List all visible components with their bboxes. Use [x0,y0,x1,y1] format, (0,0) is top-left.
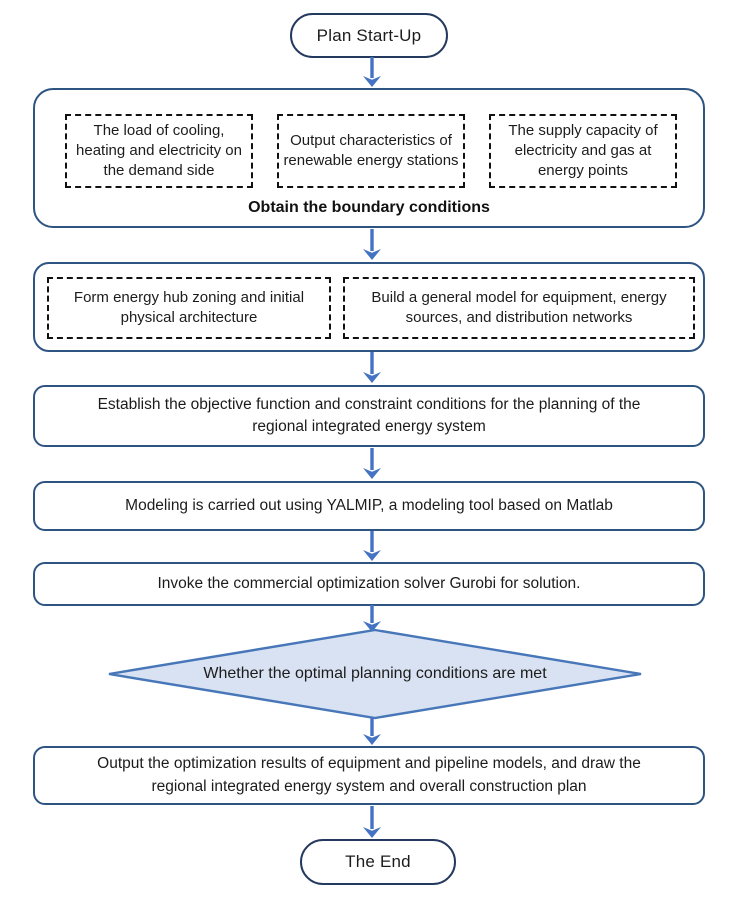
boundary-conditions-group: The load of cooling, heating and electri… [33,88,705,228]
input-supply-capacity-label: The supply capacity of electricity and g… [508,122,658,179]
boundary-conditions-caption: Obtain the boundary conditions [248,199,490,216]
flow-arrow [363,806,381,838]
input-supply-capacity: The supply capacity of electricity and g… [489,114,677,188]
step-general-model-label: Build a general model for equipment, ene… [371,289,667,326]
step-output-results: Output the optimization results of equip… [33,746,705,805]
step-yalmip-modeling-label: Modeling is carried out using YALMIP, a … [125,496,613,514]
decision-diamond-shape [108,628,642,720]
step-gurobi-solver: Invoke the commercial optimization solve… [33,562,705,606]
step-output-results-label: Output the optimization results of equip… [97,755,641,795]
flow-arrow [363,718,381,745]
flow-arrow [363,531,381,561]
step-general-model: Build a general model for equipment, ene… [343,277,695,339]
step-hub-zoning-label: Form energy hub zoning and initial physi… [73,289,305,326]
input-renewable-output-label: Output characteristics of renewable ener… [283,132,459,169]
input-demand-load-label: The load of cooling, heating and electri… [76,122,242,179]
step-gurobi-solver-label: Invoke the commercial optimization solve… [157,574,581,592]
step-objective-function: Establish the objective function and con… [33,385,705,447]
input-demand-load: The load of cooling, heating and electri… [65,114,253,188]
flow-arrow [363,229,381,260]
flow-arrow [363,605,381,632]
input-renewable-output: Output characteristics of renewable ener… [277,114,465,188]
architecture-model-group: Form energy hub zoning and initial physi… [33,262,705,352]
step-objective-function-label: Establish the objective function and con… [97,395,641,435]
decision-optimal-conditions-label: Whether the optimal planning conditions … [203,665,547,682]
start-node-label: Plan Start-Up [316,25,422,45]
step-yalmip-modeling: Modeling is carried out using YALMIP, a … [33,481,705,531]
start-node: Plan Start-Up [290,13,448,58]
flow-arrow [363,57,381,87]
flow-arrow [363,448,381,479]
decision-optimal-conditions: Whether the optimal planning conditions … [105,628,645,720]
end-node-label: The End [345,852,411,871]
step-hub-zoning: Form energy hub zoning and initial physi… [47,277,331,339]
end-node: The End [300,839,456,885]
flow-arrow [363,352,381,383]
